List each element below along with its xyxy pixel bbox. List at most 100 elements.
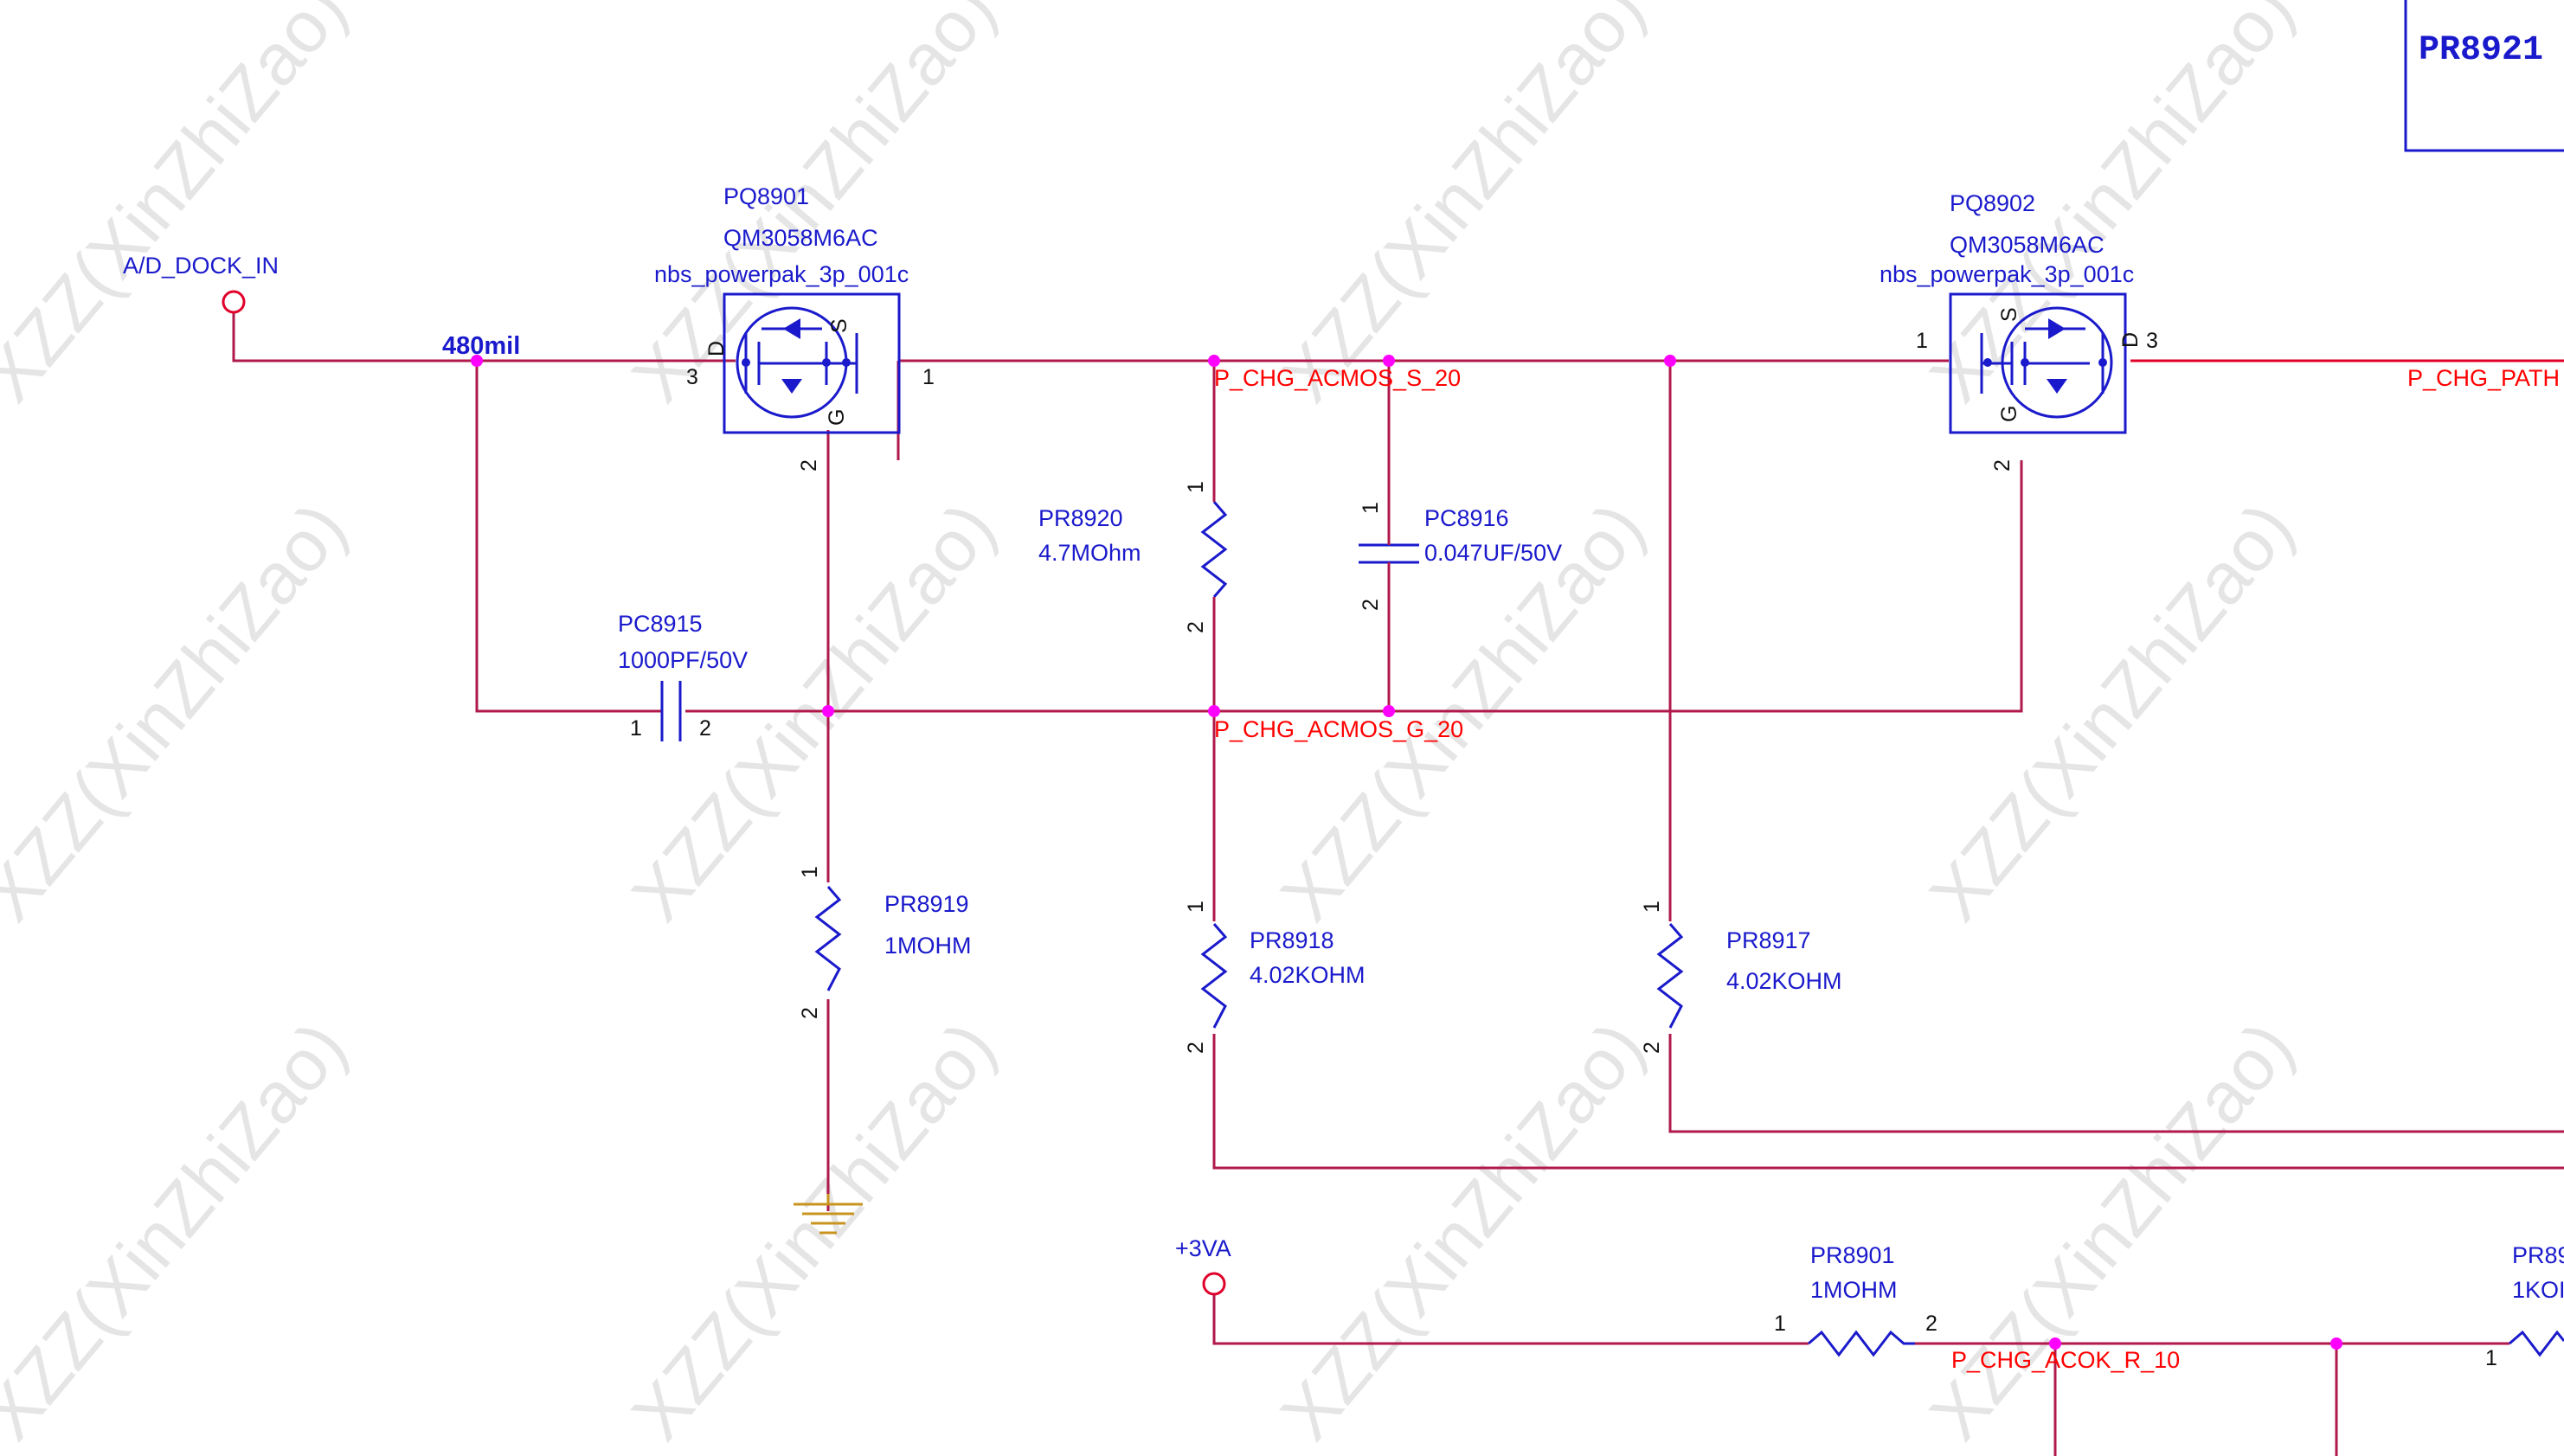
wire-dock-to-pc8915: [475, 361, 662, 713]
wire-pr8917: [1668, 361, 2564, 1133]
wires: [232, 313, 2564, 1456]
junction: [2330, 1337, 2342, 1350]
resistor-pr8920: PR8920 4.7MOhm 1 2: [1038, 467, 1228, 633]
junction: [1383, 705, 1395, 717]
resistor-pr8919: PR8919 1MOHM 1 2: [798, 866, 972, 1019]
resistor-zigzag: [2509, 1330, 2564, 1357]
component-footprint: nbs_powerpak_3p_001c: [1880, 261, 2134, 287]
component-part: QM3058M6AC: [723, 225, 878, 251]
mosfet-pq8901: PQ8901 QM3058M6AC nbs_powerpak_3p_001c 3…: [654, 183, 935, 471]
watermark: XZZ(XinZhiZao): [1265, 1006, 1660, 1454]
junction: [471, 355, 483, 367]
port-label: A/D_DOCK_IN: [123, 253, 279, 279]
pin-number: 3: [686, 365, 698, 389]
pin-number: 1: [1640, 901, 1664, 913]
mosfet-node: [2098, 358, 2107, 367]
component-part: QM3058M6AC: [1950, 232, 2105, 258]
wire-pr8920-bottom: [1212, 606, 2564, 1170]
pin-number: 1: [1184, 481, 1208, 493]
pin-number: 1: [1359, 502, 1383, 514]
component-ref: PR8918: [1250, 927, 1334, 953]
component-value: 4.02KOHM: [1250, 962, 1366, 988]
pin-number: 2: [1990, 459, 2015, 471]
junctions: [471, 355, 2342, 1350]
ground-symbol: [794, 1203, 863, 1235]
port-dock-in: A/D_DOCK_IN: [123, 253, 279, 314]
watermark: XZZ(XinZhiZao): [0, 1006, 362, 1454]
pin-number: 2: [797, 459, 821, 471]
capacitor-plates: [660, 681, 682, 741]
wire-gate-net: [685, 460, 2023, 713]
net-label-chg-path: P_CHG_PATH: [2407, 365, 2560, 391]
watermark: XZZ(XinZhiZao): [1265, 0, 1660, 417]
junction: [1208, 355, 1220, 367]
component-ref: PR8919: [884, 891, 969, 917]
net-label-acok-r: P_CHG_ACOK_R_10: [1951, 1347, 2180, 1373]
pin-label: G: [825, 409, 849, 426]
port-circle: [1202, 1272, 1226, 1296]
pin-label: S: [827, 318, 851, 333]
pin-number: 1: [630, 716, 642, 741]
component-value: 4.7MOhm: [1038, 540, 1141, 566]
mosfet-node: [822, 358, 831, 367]
component-value: 4.02KOHM: [1726, 968, 1842, 994]
net-label-acmos-g: P_CHG_ACMOS_G_20: [1214, 716, 1463, 742]
title-block: PR8921: [2404, 0, 2564, 152]
component-value: 1000PF/50V: [618, 647, 748, 673]
component-value: 0.047UF/50V: [1424, 540, 1562, 566]
pin-number: 1: [798, 866, 822, 878]
mosfet-body: [1949, 292, 2127, 434]
pin-number: 1: [1184, 901, 1208, 913]
watermark: XZZ(XinZhiZao): [0, 487, 362, 935]
watermark: XZZ(XinZhiZao): [616, 0, 1011, 417]
trace-width-label: 480mil: [442, 332, 520, 360]
component-footprint: nbs_powerpak_3p_001c: [654, 261, 909, 287]
component-ref: PR8901: [1810, 1242, 1895, 1268]
resistor-zigzag: [1200, 923, 1228, 1029]
net-labels: P_CHG_ACMOS_S_20 P_CHG_ACMOS_G_20 P_CHG_…: [1214, 365, 2560, 1373]
pin-number: 2: [1184, 1042, 1208, 1054]
mosfet-arrow: [781, 379, 802, 394]
junction: [1664, 355, 1676, 367]
component-value: 1KOI: [2512, 1277, 2564, 1303]
resistor-zigzag: [814, 886, 842, 991]
watermark: XZZ(XinZhiZao): [616, 1006, 1011, 1454]
mosfet-node: [2021, 358, 2029, 367]
resistor-zigzag: [1808, 1330, 1915, 1357]
pin-number: 3: [2146, 329, 2158, 353]
watermark: XZZ(XinZhiZao): [0, 0, 362, 417]
resistor-gap: [1660, 921, 1680, 1034]
capacitor-pc8916: PC8916 0.047UF/50V 1 2: [1359, 502, 1562, 611]
component-ref: PR8920: [1038, 505, 1123, 531]
junction: [1208, 705, 1220, 717]
component-ref: PR89: [2512, 1242, 2564, 1268]
pin-label: S: [1997, 307, 2021, 322]
watermark: XZZ(XinZhiZao): [1914, 1006, 2309, 1454]
port-circle: [222, 290, 246, 314]
pin-number: 1: [2485, 1346, 2497, 1370]
junction: [1383, 355, 1395, 367]
wire-3va: [1212, 1295, 1809, 1345]
component-value: 1MOHM: [1810, 1277, 1898, 1303]
junction: [2049, 1337, 2061, 1350]
component-ref: PC8915: [618, 611, 703, 637]
title-block-ref: PR8921: [2419, 31, 2543, 70]
pin-number: 1: [922, 365, 935, 389]
capacitor-plates: [1359, 543, 1419, 564]
pin-number: 2: [1925, 1312, 1937, 1336]
pin-label: D: [704, 341, 729, 356]
mosfet-channel: [744, 333, 858, 394]
mosfet-pq8902: PQ8902 QM3058M6AC nbs_powerpak_3p_001c 1…: [1880, 190, 2158, 471]
resistor-gap: [818, 882, 839, 999]
junction: [822, 705, 834, 717]
component-ref: PQ8902: [1950, 190, 2035, 216]
resistor-zigzag: [1200, 501, 1228, 598]
net-label-acmos-s: P_CHG_ACMOS_S_20: [1214, 365, 1461, 391]
pin-number: 2: [1184, 621, 1208, 633]
mosfet-node: [1983, 358, 1992, 367]
pin-label: D: [2118, 332, 2143, 348]
resistor-zigzag: [1656, 923, 1684, 1029]
pin-number: 2: [699, 716, 711, 741]
mosfet-node: [742, 358, 750, 367]
component-value: 1MOHM: [884, 933, 972, 959]
